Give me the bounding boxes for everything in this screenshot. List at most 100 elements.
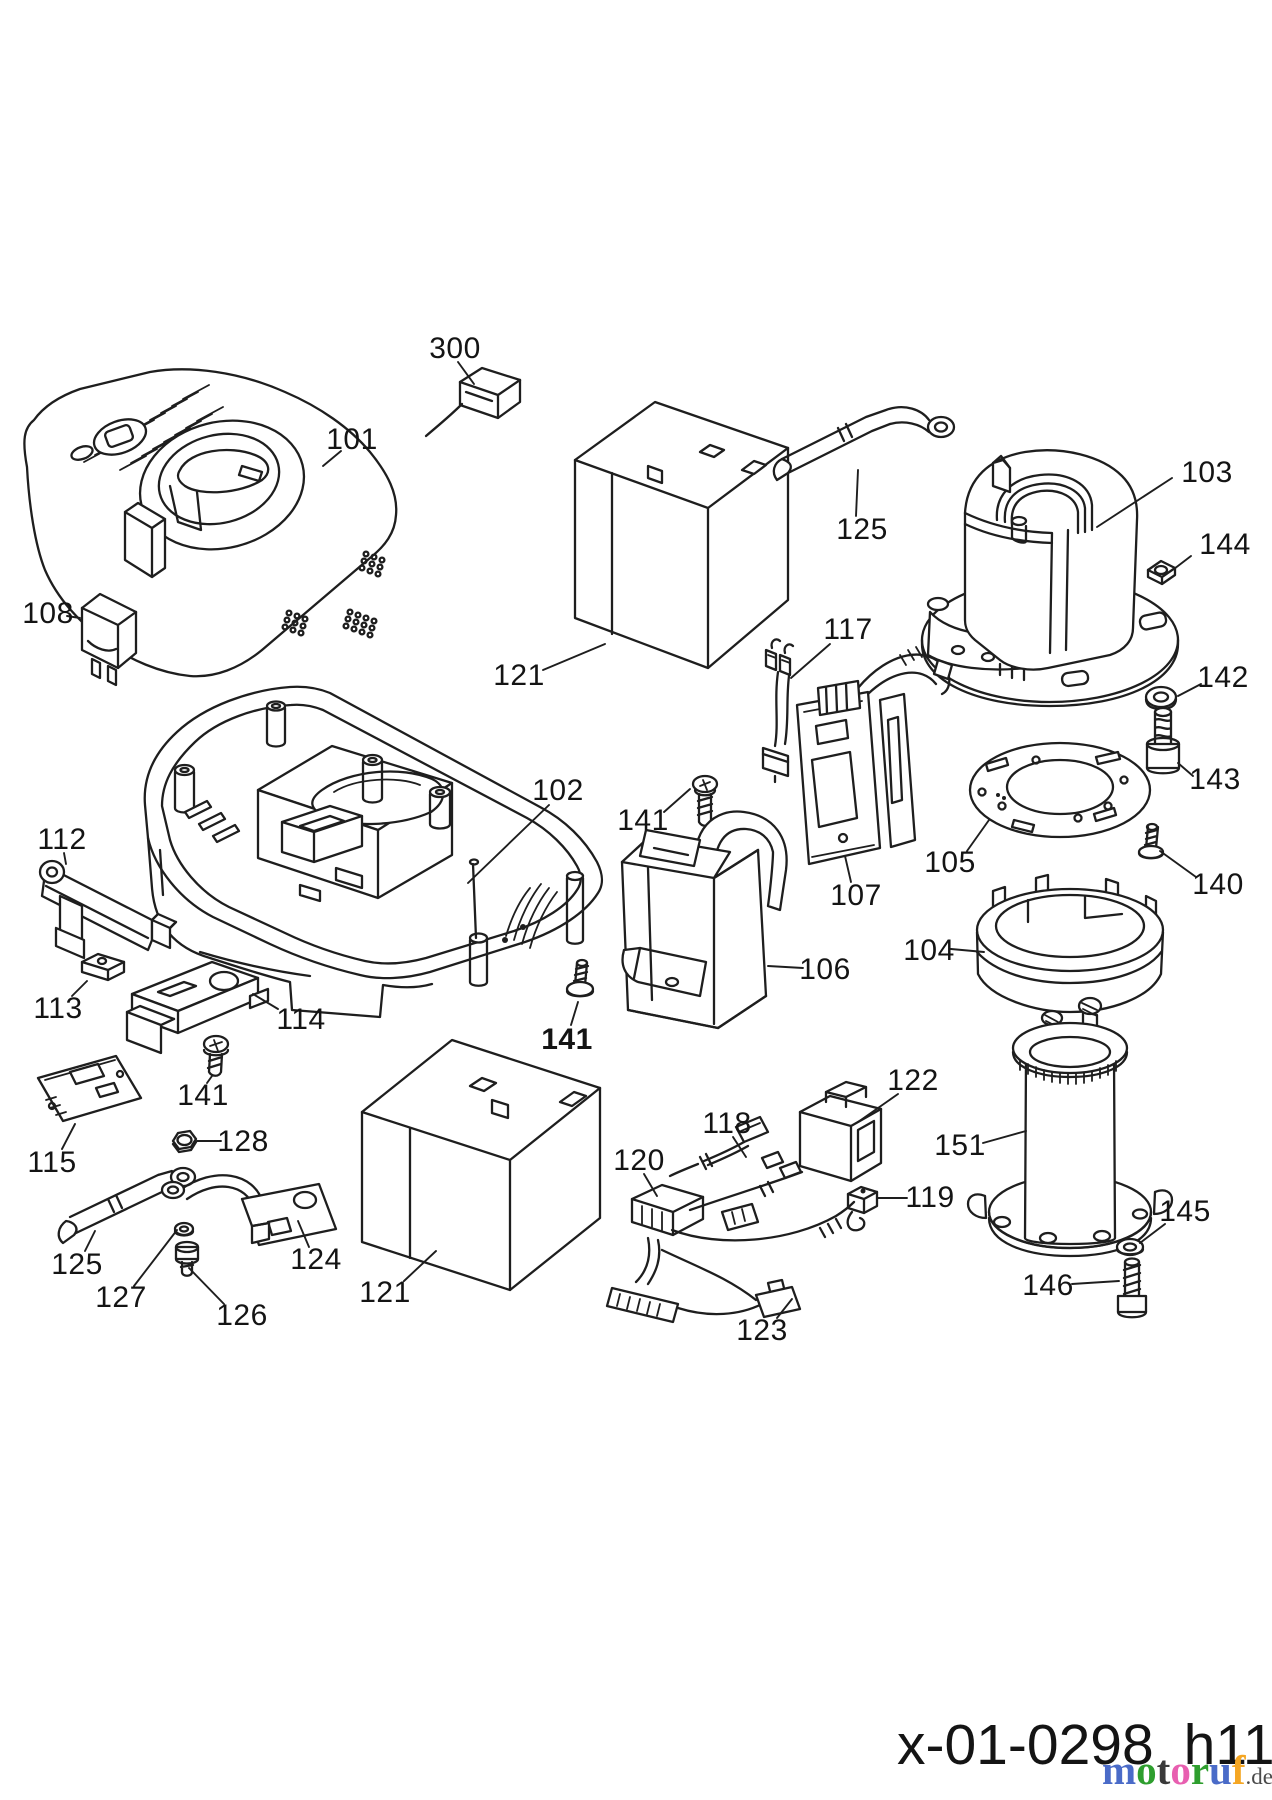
part-123-drawing <box>605 1150 856 1324</box>
leader-line-143 <box>1177 762 1194 777</box>
watermark-letter: f <box>1231 1747 1246 1793</box>
leader-line-146 <box>1071 1280 1120 1285</box>
leader-line-140 <box>1159 850 1197 878</box>
leader-line-123 <box>776 1298 793 1319</box>
leader-line-121 <box>403 1250 437 1282</box>
part-label-123: 123 <box>736 1314 788 1347</box>
part-103-drawing <box>920 449 1180 708</box>
leader-line-125 <box>84 1230 96 1252</box>
part-119-drawing <box>846 1185 879 1232</box>
leader-line-114 <box>252 993 279 1010</box>
drawing-code: x-01-0298 <box>897 1713 1154 1777</box>
part-label-112: 112 <box>37 823 87 856</box>
leader-line-107 <box>844 855 852 883</box>
part-label-105: 105 <box>924 846 976 879</box>
leader-line-141 <box>663 788 691 813</box>
part-label-102: 102 <box>532 774 584 807</box>
part-101-drawing <box>23 368 398 678</box>
leader-line-144 <box>1173 555 1192 570</box>
part-128-drawing <box>171 1129 198 1154</box>
part-label-151: 151 <box>934 1129 986 1162</box>
leader-line-122 <box>857 1093 899 1123</box>
part-label-140: 140 <box>1192 868 1244 901</box>
leader-line-126 <box>188 1267 225 1305</box>
part-102-drawing <box>143 685 604 1019</box>
leader-line-151 <box>982 1130 1027 1144</box>
part-label-127: 127 <box>95 1281 147 1314</box>
part-label-145: 145 <box>1159 1195 1211 1228</box>
part-label-122: 122 <box>887 1064 939 1097</box>
part-label-119: 119 <box>905 1181 955 1214</box>
leader-line-142 <box>1177 683 1202 697</box>
leader-line-112 <box>63 852 67 865</box>
part-label-146: 146 <box>1022 1269 1074 1302</box>
leader-line-120 <box>643 1173 658 1197</box>
leader-line-103 <box>1096 477 1173 528</box>
leader-line-125 <box>855 469 859 517</box>
part-146-drawing <box>1116 1257 1148 1319</box>
leader-line-108 <box>66 615 81 619</box>
part-106-drawing <box>620 810 788 1030</box>
part-121-top-drawing <box>573 400 790 670</box>
part-105-drawing <box>968 741 1152 839</box>
leader-line-113 <box>71 980 88 997</box>
part-118-drawing <box>668 1115 770 1178</box>
leader-line-121 <box>542 643 606 671</box>
leader-line-117 <box>790 643 831 679</box>
drawing-revision: h11 <box>1183 1713 1272 1777</box>
part-label-104: 104 <box>903 934 955 967</box>
leader-line-106 <box>767 965 804 969</box>
part-141a-screw-drawing <box>691 774 719 827</box>
part-126-drawing <box>174 1240 200 1277</box>
part-107-drawing <box>795 646 954 866</box>
leader-line-118 <box>732 1136 747 1158</box>
leader-line-141 <box>206 1075 213 1084</box>
leader-line-104 <box>950 948 985 953</box>
part-112-drawing <box>38 859 178 960</box>
watermark-letter: t <box>1156 1747 1171 1793</box>
leader-line-102 <box>467 804 550 884</box>
part-141b-screw-drawing <box>565 958 595 998</box>
leader-line-105 <box>966 819 990 852</box>
part-label-126: 126 <box>216 1299 268 1332</box>
part-117-drawing <box>761 638 795 784</box>
part-label-125: 125 <box>51 1248 103 1281</box>
part-label-124: 124 <box>290 1243 342 1276</box>
part-label-101: 101 <box>326 423 378 456</box>
part-label-143: 143 <box>1189 763 1241 796</box>
part-115-drawing <box>36 1054 143 1123</box>
part-label-117: 117 <box>823 613 873 646</box>
part-label-142: 142 <box>1197 661 1249 694</box>
part-label-115: 115 <box>27 1146 77 1179</box>
part-label-118: 118 <box>702 1107 752 1140</box>
part-125-top-drawing <box>772 406 956 482</box>
part-104-drawing <box>975 873 1165 1014</box>
part-label-121: 121 <box>359 1276 411 1309</box>
watermark-logo: motoruf.de <box>1102 1750 1272 1791</box>
watermark-letter: o <box>1136 1747 1157 1793</box>
part-140-drawing <box>1137 822 1165 860</box>
leader-line-141 <box>570 1001 579 1026</box>
part-122-drawing <box>798 1080 883 1183</box>
watermark-suffix: .de <box>1245 1764 1272 1789</box>
part-label-141: 141 <box>617 804 669 837</box>
part-113-drawing <box>80 952 126 982</box>
part-label-121: 121 <box>493 659 545 692</box>
leader-line-115 <box>61 1123 76 1150</box>
part-145-drawing <box>1115 1237 1145 1257</box>
part-108-drawing <box>80 592 138 687</box>
part-151-drawing <box>966 996 1174 1258</box>
part-143-drawing <box>1145 706 1181 775</box>
part-label-144: 144 <box>1199 528 1251 561</box>
leader-line-124 <box>297 1220 310 1248</box>
part-121-bottom-drawing <box>360 1038 602 1292</box>
part-141c-screw-drawing <box>202 1034 230 1077</box>
part-label-128: 128 <box>217 1125 269 1158</box>
leader-line-127 <box>133 1229 178 1287</box>
part-label-107: 107 <box>830 879 882 912</box>
part-144-drawing <box>1146 559 1177 586</box>
part-114-drawing <box>125 960 270 1055</box>
part-label-114: 114 <box>276 1003 326 1036</box>
